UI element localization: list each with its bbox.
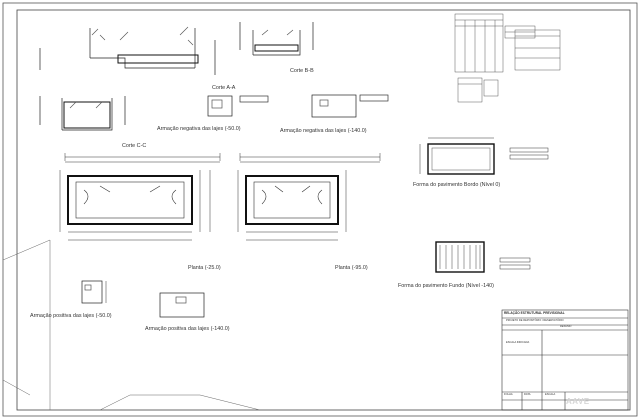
sheet-inner-border (16, 9, 631, 411)
corte-cc-dims (64, 153, 381, 163)
planta-25-drawing (59, 170, 211, 241)
forma-fundo-drawing (435, 241, 531, 273)
label-planta-95: Planta (-95.0) (335, 265, 368, 271)
armacao-neg-140-drawing (311, 94, 389, 118)
title-block-frame (501, 309, 629, 411)
armacao-pos-50-drawing (81, 280, 107, 304)
corte-top-section (39, 26, 216, 75)
watermark: AAVE (566, 397, 590, 406)
label-corte-bb: Corte B-B (290, 68, 314, 74)
title-block-section: RESUMO (560, 325, 572, 328)
planta-95-drawing (237, 170, 347, 241)
corte-bb-drawing (239, 22, 314, 56)
label-forma-fundo: Forma do pavimento Fundo (Nível -140) (398, 283, 494, 289)
title-block-subheading: PROJETO DE REPOSITÓRIO / RESERVATÓRIO (506, 319, 564, 322)
label-armacao-pos-50: Armação positiva das lajes (-50.0) (30, 313, 112, 319)
left-section-drawing (39, 96, 126, 131)
label-planta-25: Planta (-25.0) (188, 265, 221, 271)
corte-aa-drawing (207, 95, 269, 117)
label-armacao-pos-140: Armação positiva das lajes (-140.0) (145, 326, 230, 332)
title-block-date: DATA (524, 393, 531, 396)
rebar-table (454, 13, 561, 103)
title-block-scale: ESCALA (545, 393, 556, 396)
label-corte-aa: Corte A-A (212, 85, 236, 91)
title-block-heading: RELAÇÃO ESTRUTURAL PREVISIONAL (504, 311, 565, 315)
label-corte-cc: Corte C-C (122, 143, 147, 149)
armacao-pos-140-drawing (159, 292, 205, 318)
label-forma-bordo: Forma do pavimento Bordo (Nível 0) (413, 182, 501, 188)
title-block-sheet: FOLHA (504, 393, 513, 396)
title-block-notes: ESCALA INDICADA (506, 341, 530, 344)
fold-lines (2, 239, 261, 411)
label-armacao-neg-50: Armação negativa das lajes (-50.0) (157, 126, 241, 132)
label-armacao-neg-140: Armação negativa das lajes (-140.0) (280, 128, 367, 134)
forma-bordo-drawing (419, 137, 549, 175)
